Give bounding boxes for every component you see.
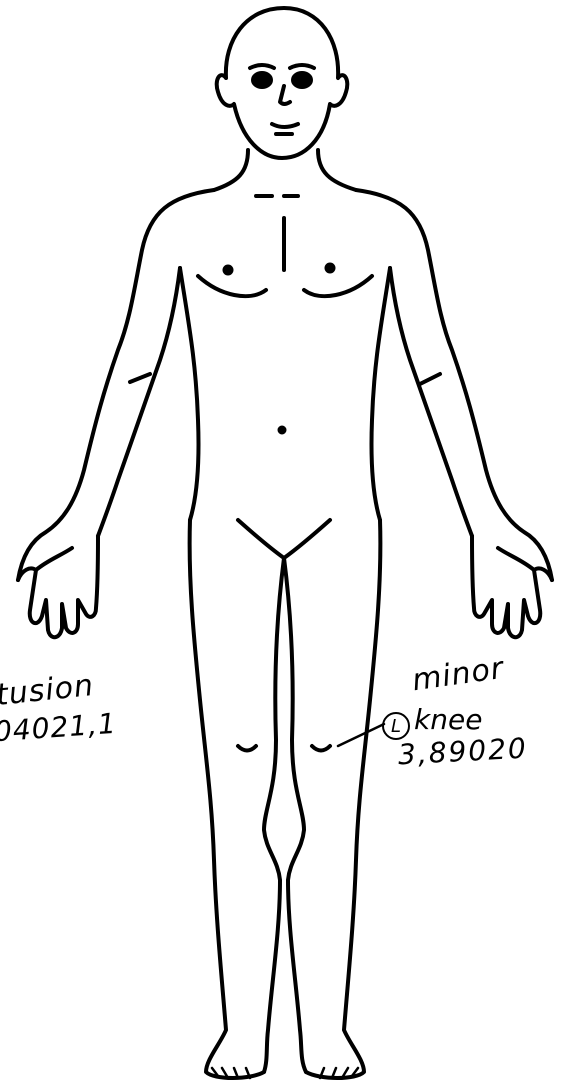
nose [280,86,290,104]
right-leg-outer [306,520,380,1078]
right-arm-outer [356,190,552,580]
right-annotation-line2: knee [414,706,482,734]
left-arm-inner [98,268,180,536]
left-eye [253,73,271,87]
navel [280,428,285,433]
right-annotation-line3: 3,89020 [397,735,528,770]
circled-letter: L [382,712,410,740]
neck-left [214,150,248,190]
left-annotation-line2: 04021,1 [0,710,118,746]
left-knee-mark [238,746,256,751]
left-hand [18,536,98,637]
left-arm-outer [18,190,214,580]
right-leg-inner [284,558,306,1072]
right-thumb [498,548,534,570]
left-leg-outer [190,520,264,1078]
groin-line [238,520,330,558]
right-knee-mark [312,746,330,751]
neck-right [318,150,356,190]
left-nipple [225,267,232,274]
right-elbow-mark [420,374,440,384]
right-hand [472,536,552,637]
left-brow [250,65,274,68]
right-pec [304,276,372,296]
torso-left [180,268,199,520]
callout-line [338,724,384,746]
right-nipple [327,265,334,272]
left-elbow-mark [130,374,150,382]
right-arm-inner [390,268,472,536]
left-leg-inner [264,558,284,1072]
left-thumb [36,548,72,570]
left-pec [198,276,266,296]
right-eye [293,73,311,87]
mouth [272,124,298,127]
torso-right [371,268,390,520]
right-brow [290,65,314,68]
